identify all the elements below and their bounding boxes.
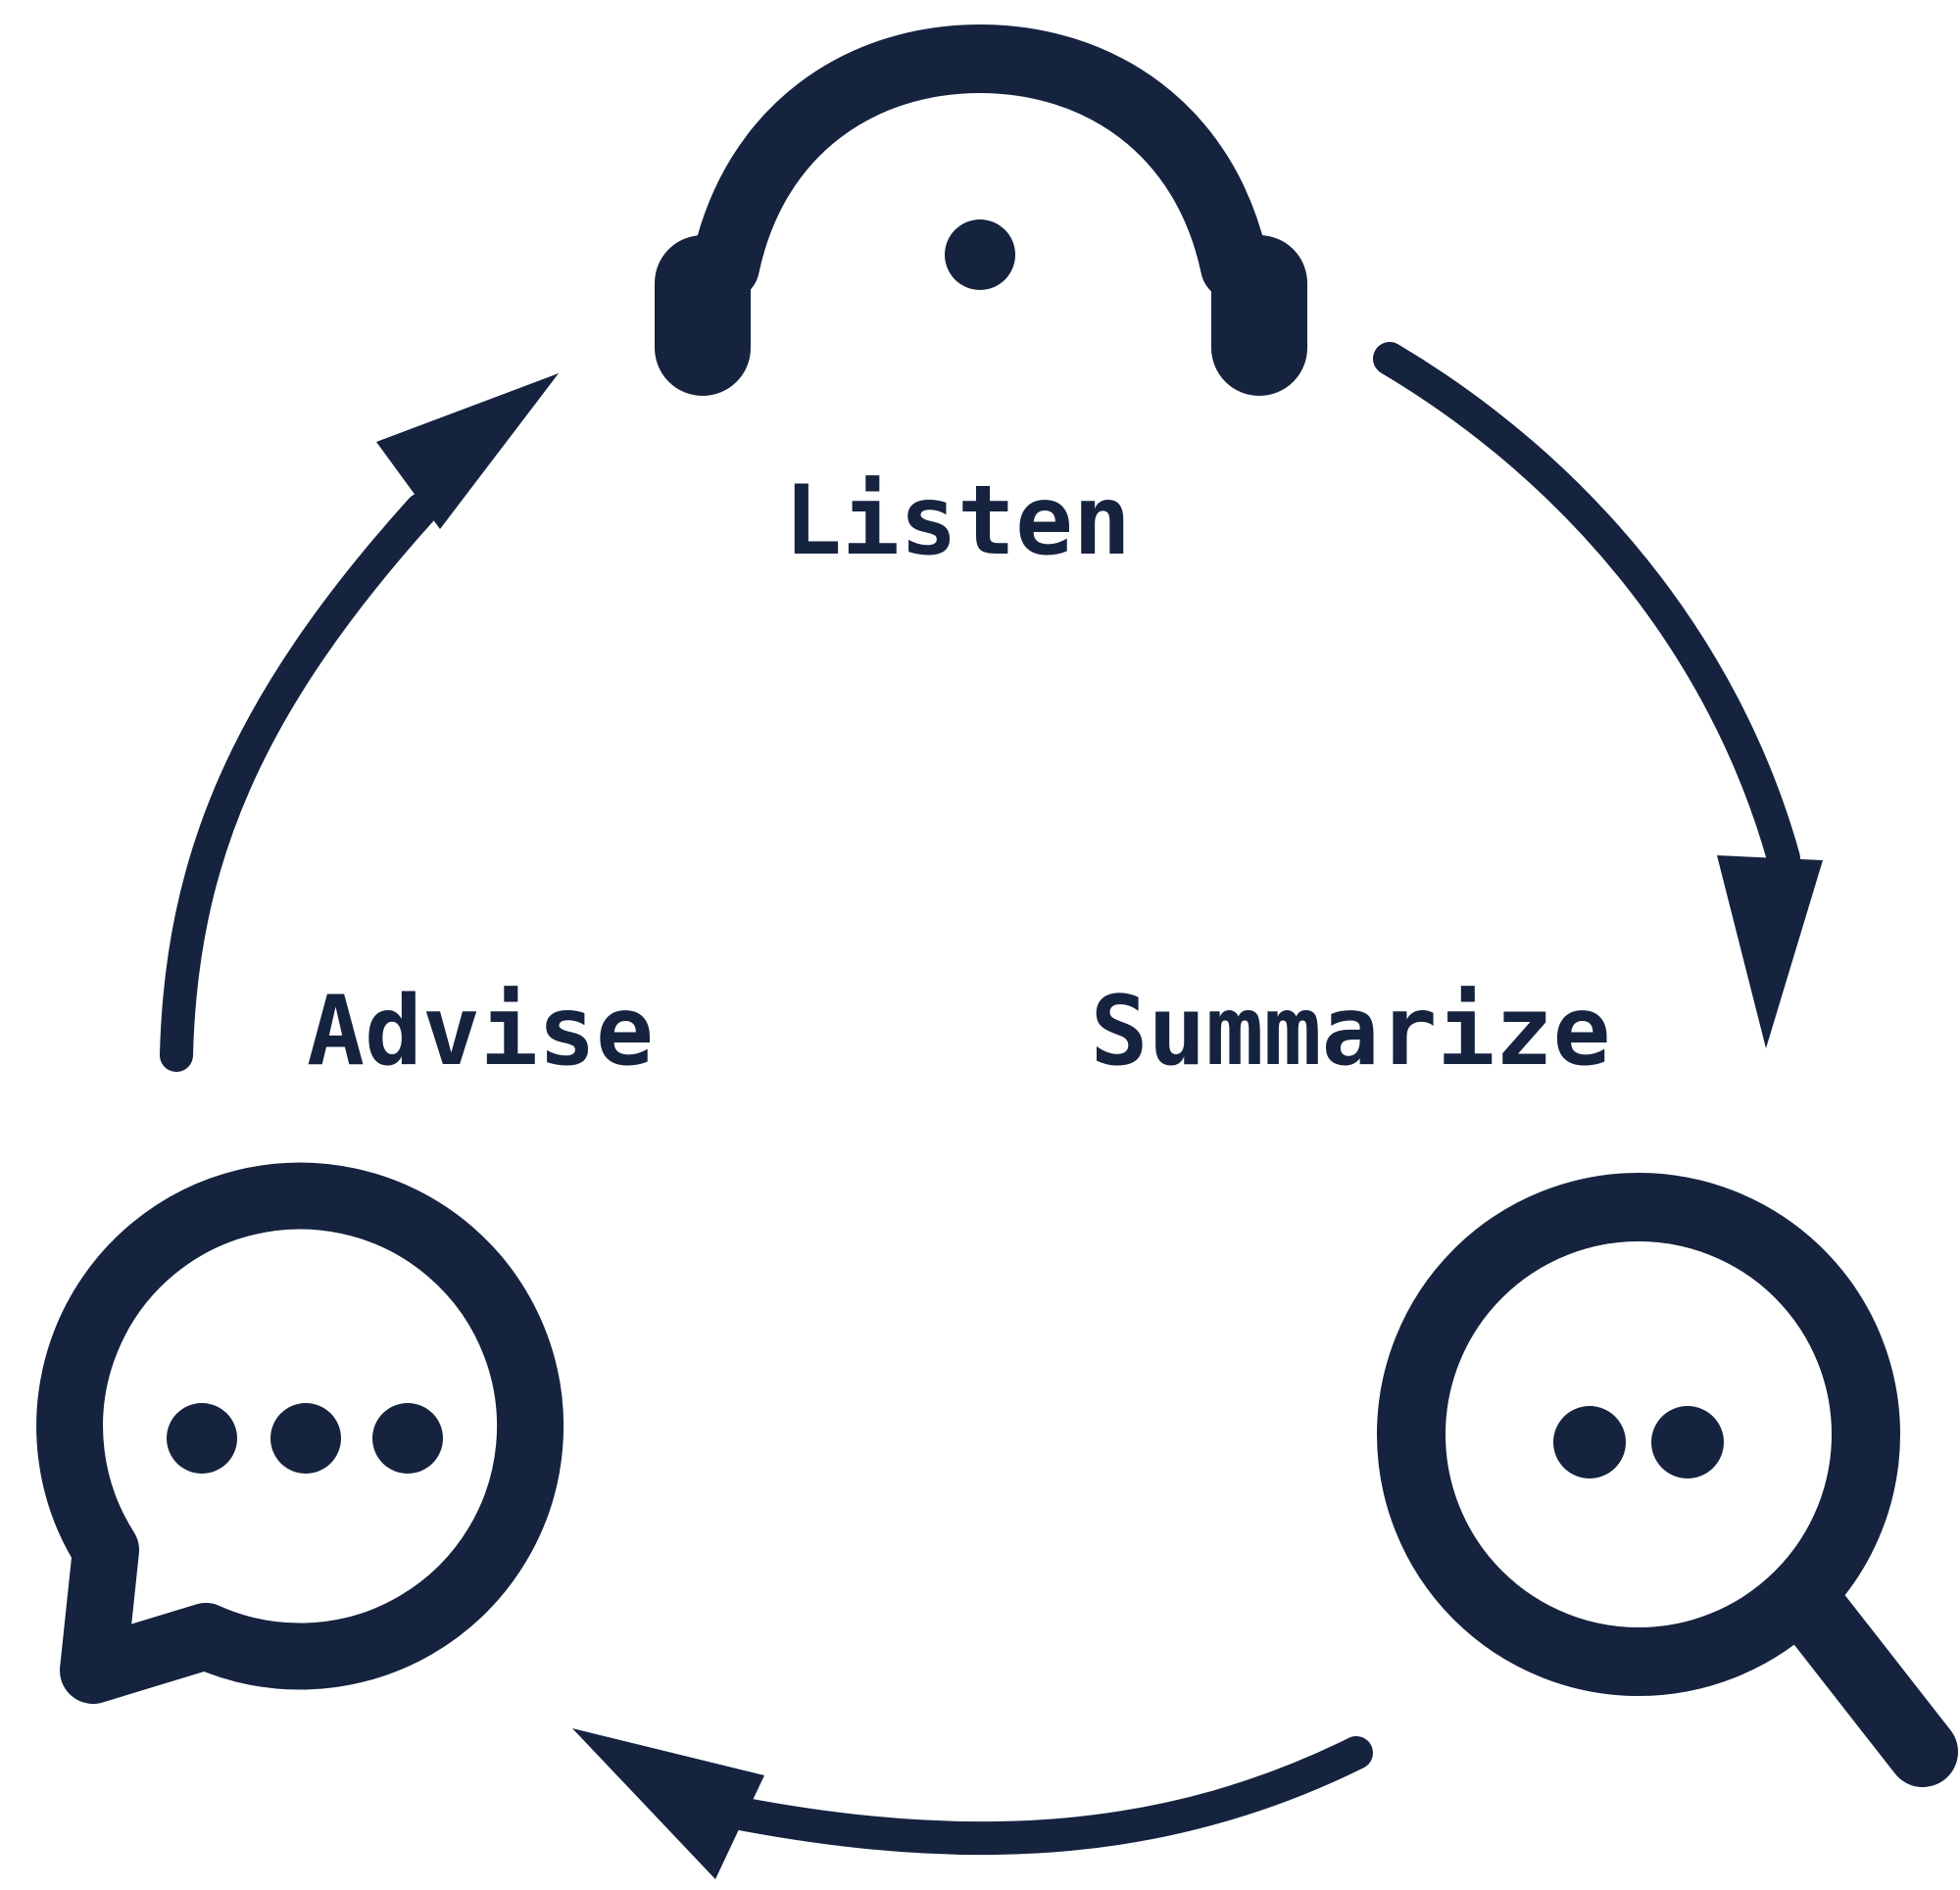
arrow-advise-to-listen <box>160 373 559 1072</box>
magnifier-icon <box>1377 1173 1958 1787</box>
arrow-summarize-to-advise <box>572 1728 1373 1879</box>
arrow-listen-to-summarize <box>1373 342 1823 1048</box>
stage-label-advise: Advise <box>307 976 654 1088</box>
stage-label-listen: Listen <box>784 465 1131 577</box>
headphones-icon <box>655 24 1307 396</box>
speech-bubble-icon <box>36 1162 564 1704</box>
stage-label-summarize: Summarize <box>1090 976 1610 1088</box>
